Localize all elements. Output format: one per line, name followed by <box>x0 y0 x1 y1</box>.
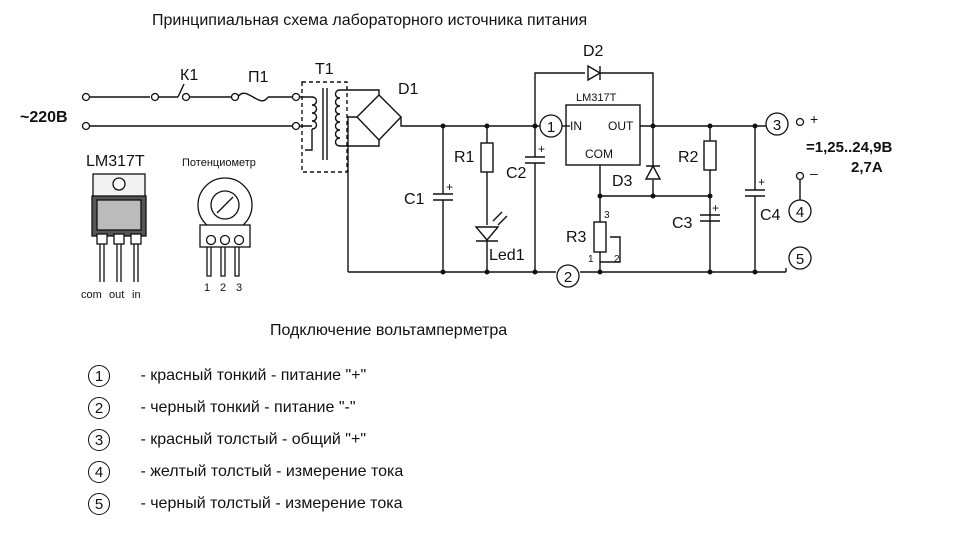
transformer-outline <box>301 81 348 173</box>
cap-c4 <box>745 126 765 272</box>
legend-number: 1 <box>88 365 110 387</box>
lm317-pin-in: in <box>132 289 141 301</box>
schematic: 1 2 3 4 5 ~220В К1 П1 Т1 D1 D2 LM317T IN… <box>20 43 892 301</box>
legend-item: 4 - желтый толстый - измерение тока <box>88 456 403 488</box>
transformer-secondary <box>334 89 341 147</box>
label-c1-plus: + <box>446 180 453 194</box>
label-ic: LM317T <box>576 92 617 104</box>
package-lm317-title: LM317T <box>86 153 145 170</box>
node-2: 2 <box>564 269 572 286</box>
legend-item: 3 - красный толстый - общий "+" <box>88 424 403 456</box>
label-c1: C1 <box>404 191 425 208</box>
label-ic-out: OUT <box>608 119 634 133</box>
cap-c2 <box>525 126 545 272</box>
legend-text: - черный толстый - измерение тока <box>136 495 403 512</box>
diode-d3 <box>644 164 662 180</box>
label-r3-pin1: 1 <box>588 254 594 265</box>
lm317-box <box>565 104 641 166</box>
label-p1: П1 <box>248 69 269 86</box>
pot-pin-2: 2 <box>220 282 226 294</box>
node-4: 4 <box>796 204 804 221</box>
lm317-pin-out: out <box>109 289 124 301</box>
wire-sec-bottom <box>340 140 380 147</box>
legend-number: 2 <box>88 397 110 419</box>
label-d2: D2 <box>583 43 604 60</box>
wire-d2 <box>534 72 654 126</box>
node-3: 3 <box>773 117 781 134</box>
label-c4-plus: + <box>758 175 765 189</box>
label-r3: R3 <box>566 229 587 246</box>
legend-text: - красный толстый - общий "+" <box>136 431 366 448</box>
label-d1: D1 <box>398 81 419 98</box>
pot-pin-1: 1 <box>204 282 210 294</box>
legend-item: 2 - черный тонкий - питание "-" <box>88 392 403 424</box>
label-r2: R2 <box>678 149 699 166</box>
diagram-title: Принципиальная схема лабораторного источ… <box>152 12 588 29</box>
diode-d2 <box>587 64 602 82</box>
led1-rays <box>492 211 508 226</box>
label-r3-pin3: 3 <box>604 210 610 221</box>
label-r1: R1 <box>454 149 475 166</box>
bridge-d1 <box>356 94 402 142</box>
package-pot-title: Потенциометр <box>182 157 256 169</box>
label-mains: ~220В <box>20 109 68 126</box>
legend-text: - черный тонкий - питание "-" <box>136 399 356 416</box>
label-output-current: 2,7А <box>851 159 883 176</box>
package-pot <box>197 177 253 277</box>
legend-text: - красный тонкий - питание "+" <box>136 367 367 384</box>
label-c3: C3 <box>672 215 693 232</box>
label-output-voltage: =1,25..24,9В <box>806 139 892 156</box>
resistor-r3 <box>593 221 607 253</box>
pot-pin-3: 3 <box>236 282 242 294</box>
label-c3-plus: + <box>712 201 719 215</box>
connection-legend: 1 - красный тонкий - питание "+" 2 - чер… <box>88 360 403 520</box>
wire-bridge-right <box>400 117 540 127</box>
package-lm317 <box>91 173 147 282</box>
switch-k1 <box>158 83 232 98</box>
label-c4: C4 <box>760 207 781 224</box>
cap-c1 <box>433 126 453 272</box>
resistor-r1 <box>480 142 494 173</box>
legend-text: - желтый толстый - измерение тока <box>136 463 404 480</box>
label-k1: К1 <box>180 67 198 84</box>
legend-item: 1 - красный тонкий - питание "+" <box>88 360 403 392</box>
label-c2-plus: + <box>538 142 545 156</box>
legend-item: 5 - черный толстый - измерение тока <box>88 488 403 520</box>
led1 <box>474 226 500 272</box>
label-c2: C2 <box>506 165 527 182</box>
label-d3: D3 <box>612 173 633 190</box>
r3-wiper <box>600 236 621 263</box>
legend-number: 3 <box>88 429 110 451</box>
label-plus: + <box>810 111 818 127</box>
legend-number: 5 <box>88 493 110 515</box>
cap-c3 <box>700 214 720 222</box>
wire-sec-top <box>340 89 380 95</box>
transformer-core <box>322 88 328 160</box>
label-minus: – <box>810 165 818 181</box>
node-1: 1 <box>547 119 555 136</box>
label-ic-in: IN <box>570 119 582 133</box>
label-led1: Led1 <box>489 247 525 264</box>
resistor-r2 <box>703 140 717 171</box>
label-t1: Т1 <box>315 61 334 78</box>
label-r3-pin2: 2 <box>614 254 620 265</box>
lm317-pin-com: com <box>81 289 102 301</box>
node-5: 5 <box>796 251 804 268</box>
wire-bridge-left <box>347 116 357 272</box>
transformer-primary <box>305 96 318 151</box>
legend-number: 4 <box>88 461 110 483</box>
label-ic-com: COM <box>585 147 613 161</box>
connection-subtitle: Подключение вольтамперметра <box>270 322 508 339</box>
